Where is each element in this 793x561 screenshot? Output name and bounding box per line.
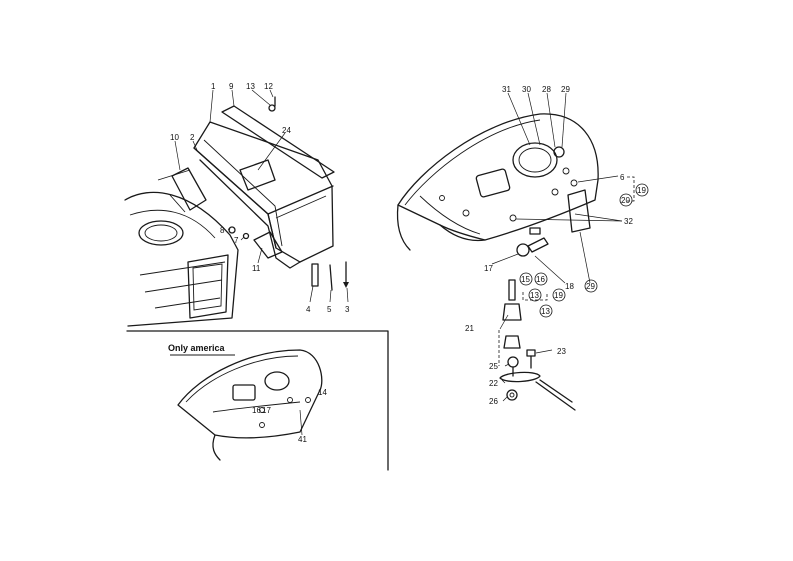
callout-32: 32	[624, 217, 633, 226]
callout-8: 8	[220, 226, 225, 235]
callout-16: 16	[536, 275, 545, 284]
callout-30: 30	[522, 85, 531, 94]
callout-29-b: 29	[586, 282, 595, 291]
callout-19: 19	[637, 186, 646, 195]
callout-14-inset: 14	[318, 388, 327, 397]
callout-5: 5	[327, 305, 332, 314]
callout-6: 6	[620, 173, 625, 182]
callout-7: 7	[234, 236, 239, 245]
callout-16-inset: 16	[252, 406, 261, 415]
instrument-panel	[396, 113, 635, 411]
callout-10: 10	[170, 133, 179, 142]
callout-25: 25	[489, 362, 498, 371]
callout-13: 13	[246, 82, 255, 91]
callout-24: 24	[282, 126, 291, 135]
callout-11: 11	[252, 264, 261, 273]
callout-41-inset: 41	[298, 435, 307, 444]
inset-only-america	[126, 330, 389, 471]
callout-28: 28	[542, 85, 551, 94]
callout-13-b: 13	[530, 291, 539, 300]
callout-22: 22	[489, 379, 498, 388]
callout-17: 17	[484, 264, 493, 273]
left-leader-lines	[174, 89, 349, 303]
callout-12: 12	[264, 82, 273, 91]
callout-13-c: 13	[541, 307, 550, 316]
callout-15: 15	[521, 275, 530, 284]
callout-26: 26	[489, 397, 498, 406]
callout-29: 29	[561, 85, 570, 94]
callout-2: 2	[190, 133, 195, 142]
inset-title: Only america	[168, 343, 226, 353]
callout-9: 9	[229, 82, 234, 91]
hood-assembly	[124, 96, 349, 327]
callout-21: 21	[465, 324, 474, 333]
callout-20: 20	[621, 196, 630, 205]
callout-19-b: 19	[554, 291, 563, 300]
callout-3: 3	[345, 305, 350, 314]
callout-17-inset: 17	[262, 406, 271, 415]
callout-4: 4	[306, 305, 311, 314]
callout-18: 18	[565, 282, 574, 291]
callout-rings	[519, 183, 649, 318]
callout-1: 1	[211, 82, 216, 91]
callout-23: 23	[557, 347, 566, 356]
callout-31: 31	[502, 85, 511, 94]
callout-labels: 1 9 13 12 10 2 24 8 7 11 4 5 3 31 30 28 …	[168, 82, 646, 444]
right-leader-lines	[491, 92, 623, 402]
